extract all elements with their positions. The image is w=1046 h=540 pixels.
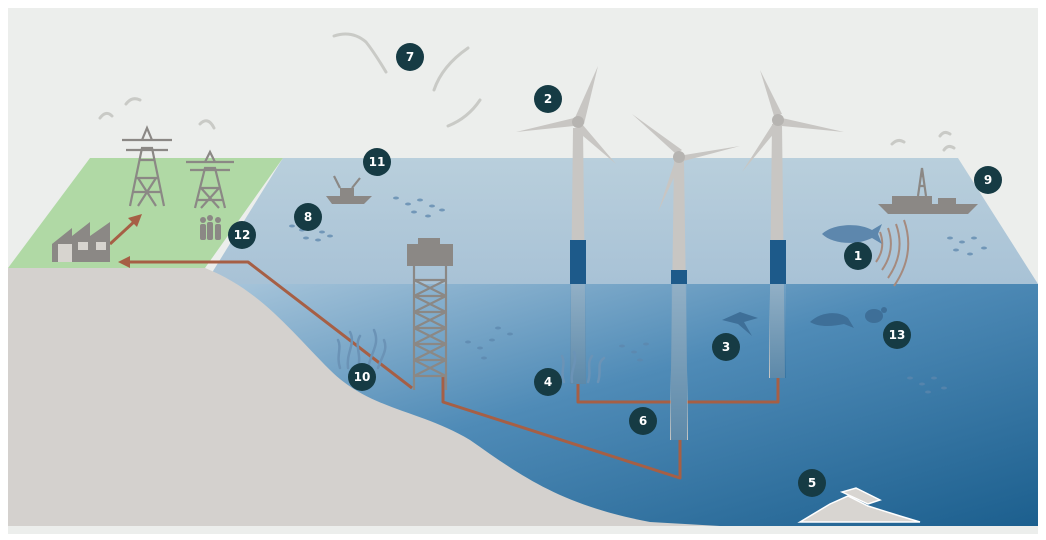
manta-ray-icon	[722, 312, 758, 336]
badge-7: 7	[396, 43, 424, 71]
badge-1: 1	[844, 242, 872, 270]
transmission-tower-icon	[122, 125, 234, 209]
badge-2-label: 2	[544, 92, 552, 106]
factory-icon	[52, 222, 110, 262]
fishing-boat-icon	[326, 175, 372, 204]
badge-10: 10	[348, 363, 376, 391]
badge-5: 5	[798, 469, 826, 497]
bird-icon	[98, 32, 956, 152]
wind-turbine-icon	[516, 66, 844, 440]
badge-9-label: 9	[984, 173, 992, 187]
badge-12-label: 12	[234, 228, 251, 242]
badge-8-label: 8	[304, 210, 312, 224]
badge-8: 8	[294, 203, 322, 231]
badge-12: 12	[228, 221, 256, 249]
badge-2: 2	[534, 85, 562, 113]
seabed	[8, 268, 720, 526]
badge-4: 4	[534, 368, 562, 396]
badge-11: 11	[363, 148, 391, 176]
sonar-waves-icon	[875, 219, 910, 287]
badge-11-label: 11	[369, 155, 386, 169]
badge-7-label: 7	[406, 50, 414, 64]
badge-3-label: 3	[722, 340, 730, 354]
seagrass-icon	[560, 350, 606, 384]
dolphin-icon	[810, 313, 854, 328]
badge-4-label: 4	[544, 375, 552, 389]
badge-13-label: 13	[889, 328, 906, 342]
people-icon	[200, 215, 221, 240]
badge-13: 13	[883, 321, 911, 349]
shipwreck-icon	[797, 487, 921, 523]
substation-icon	[407, 238, 453, 390]
grid-arrow	[108, 218, 138, 246]
badge-3: 3	[712, 333, 740, 361]
badge-9: 9	[974, 166, 1002, 194]
sea-surface	[205, 158, 1038, 284]
whale-icon	[822, 224, 882, 244]
sea-turtle-icon	[860, 302, 887, 330]
badge-6: 6	[629, 407, 657, 435]
badge-6-label: 6	[639, 414, 647, 428]
cable-arrow-to-factory	[118, 256, 130, 268]
badge-10-label: 10	[354, 370, 371, 384]
badge-5-label: 5	[808, 476, 816, 490]
badge-1-label: 1	[854, 249, 862, 263]
seagrass-icon	[336, 328, 387, 370]
survey-vessel-icon	[878, 167, 978, 214]
grid-arrow-head	[128, 214, 142, 227]
fish-school-icon	[289, 196, 987, 394]
